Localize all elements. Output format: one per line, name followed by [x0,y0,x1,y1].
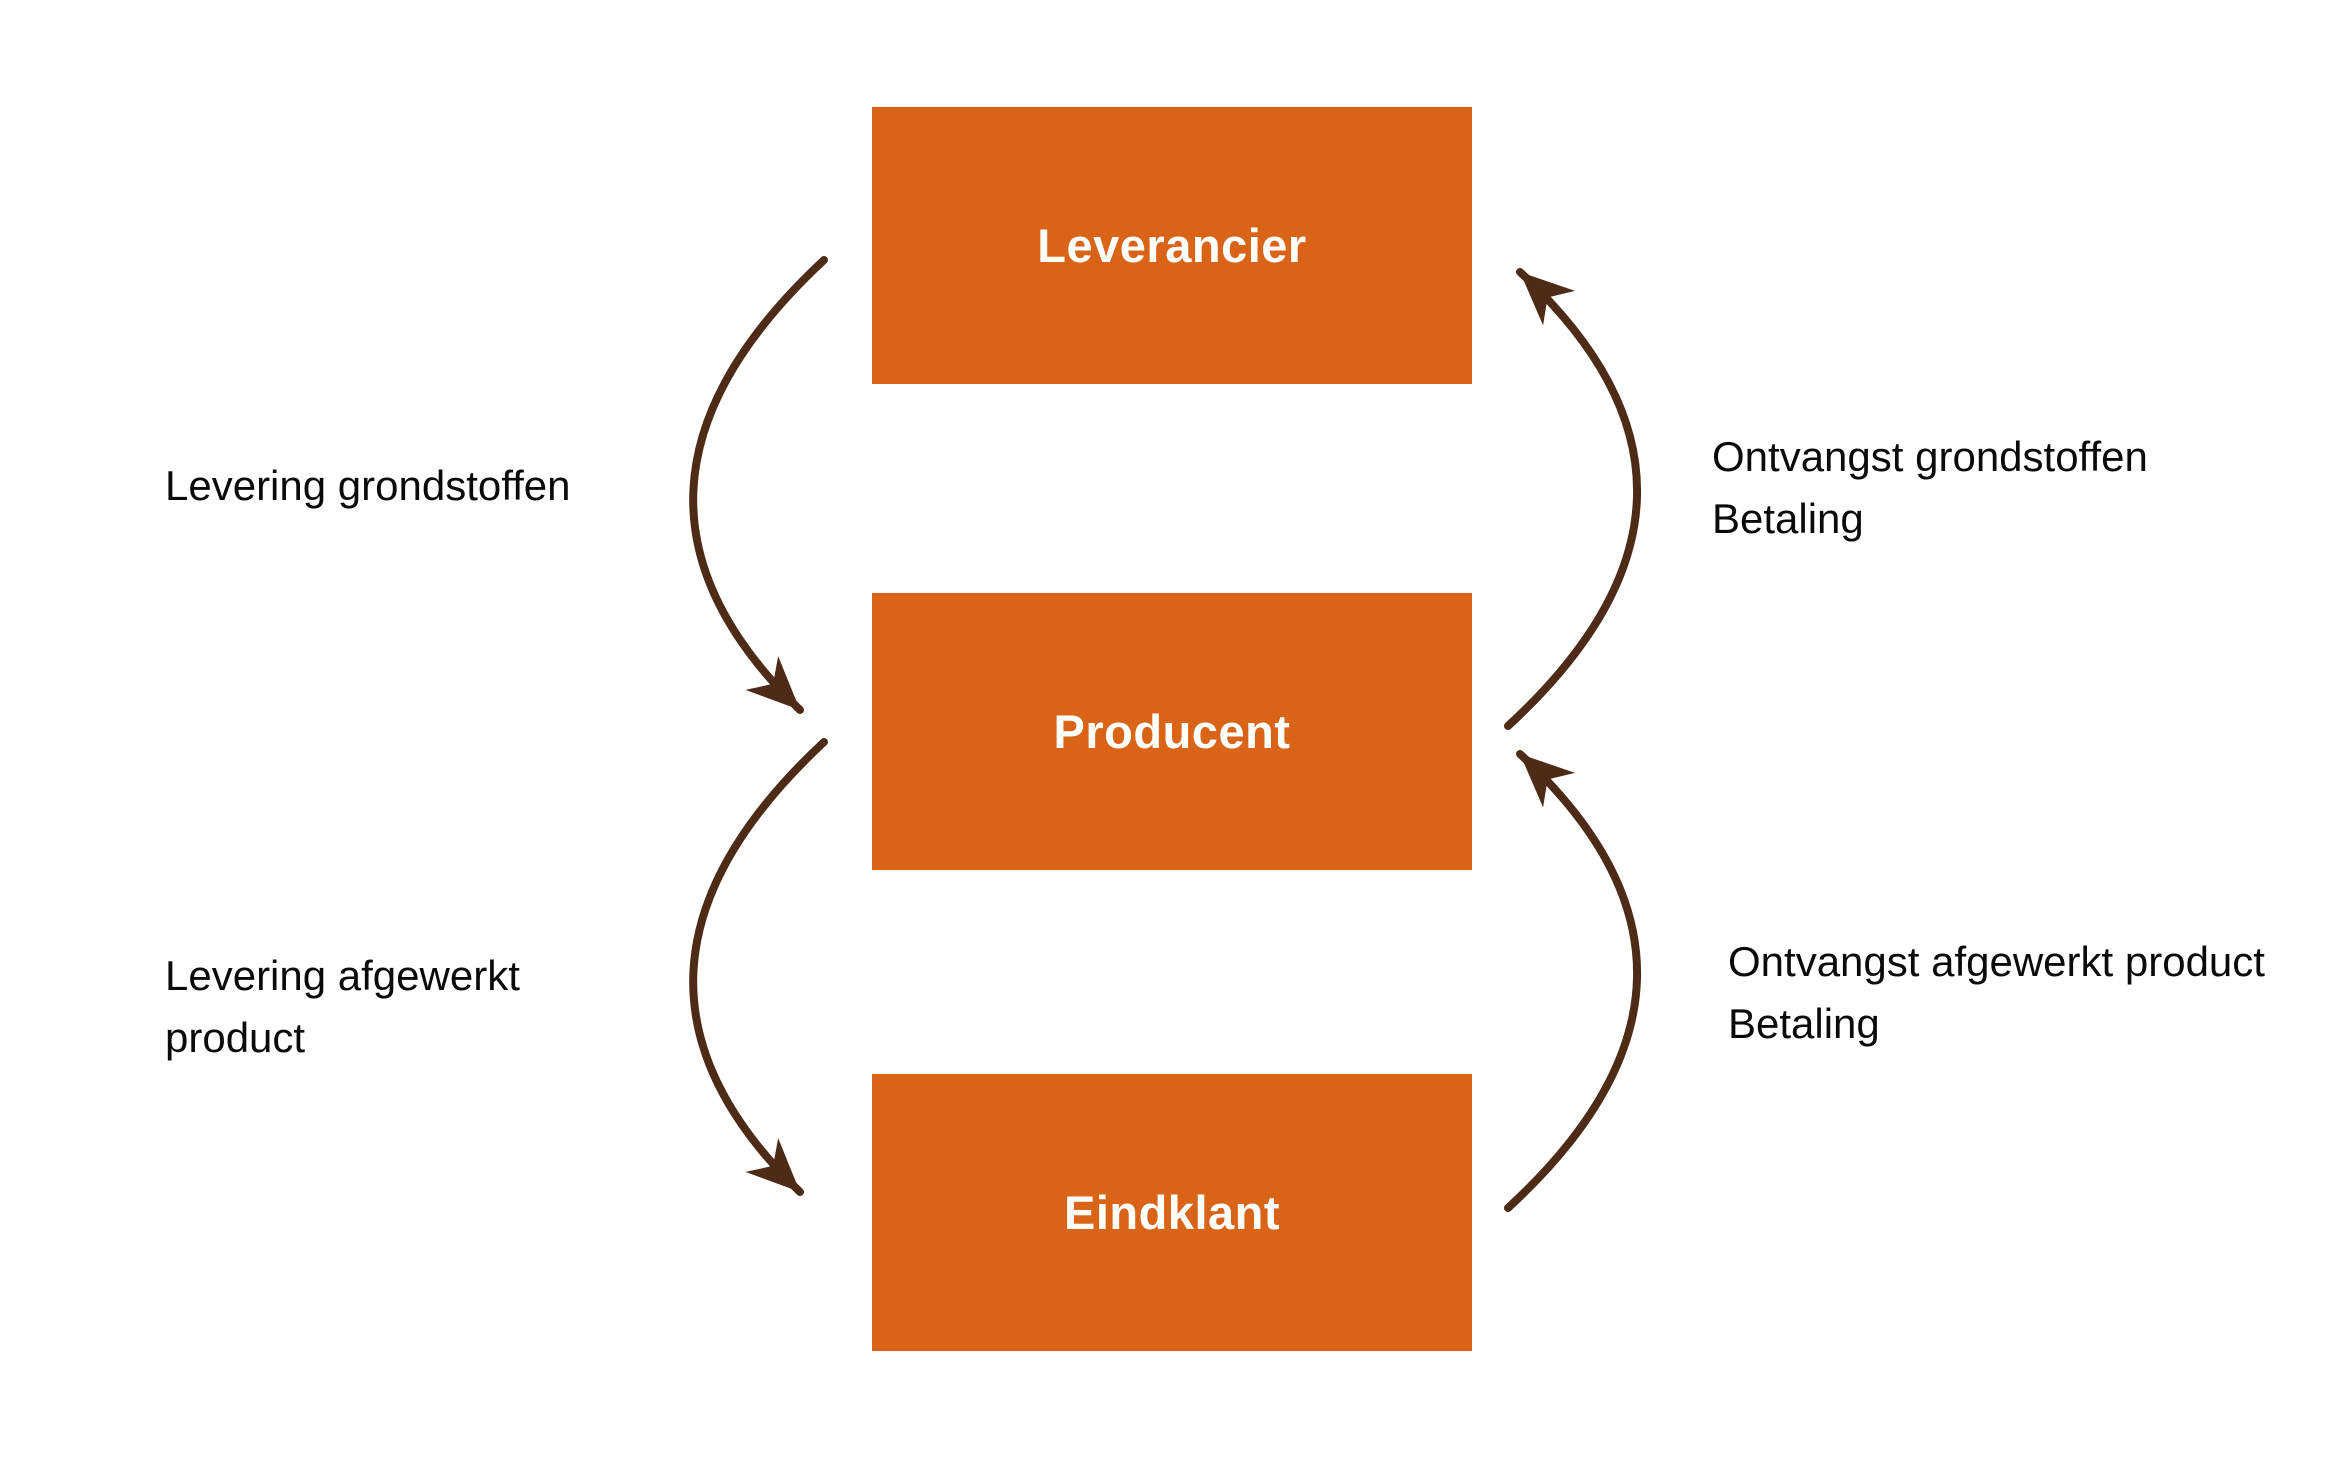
curved-arrow-leverancier-to-producent [689,256,828,714]
flow-label-line: Levering afgewerkt [165,952,520,999]
flow-label-line: Ontvangst grondstoffen [1712,433,2148,480]
node-leverancier: Leverancier [872,107,1472,384]
flow-label-line: Betaling [1728,1000,1880,1047]
node-producent: Producent [872,593,1472,870]
flow-label-levering-afgewerkt-product: Levering afgewerkt product [165,945,520,1069]
flow-label-line: product [165,1014,306,1061]
flow-label-levering-grondstoffen: Levering grondstoffen [165,455,571,517]
flow-label-ontvangst-afgewerkt-product-betaling: Ontvangst afgewerkt product Betaling [1728,931,2265,1055]
curved-arrow-producent-to-leverancier [1504,268,1642,730]
flow-label-line: Betaling [1712,495,1864,542]
flow-label-line: Ontvangst afgewerkt product [1728,938,2265,985]
curved-arrow-eindklant-to-producent [1504,750,1642,1212]
flow-label-ontvangst-grondstoffen-betaling: Ontvangst grondstoffen Betaling [1712,426,2148,550]
curved-arrow-producent-to-eindklant [689,738,828,1196]
flow-label-line: Levering grondstoffen [165,462,571,509]
node-eindklant: Eindklant [872,1074,1472,1351]
